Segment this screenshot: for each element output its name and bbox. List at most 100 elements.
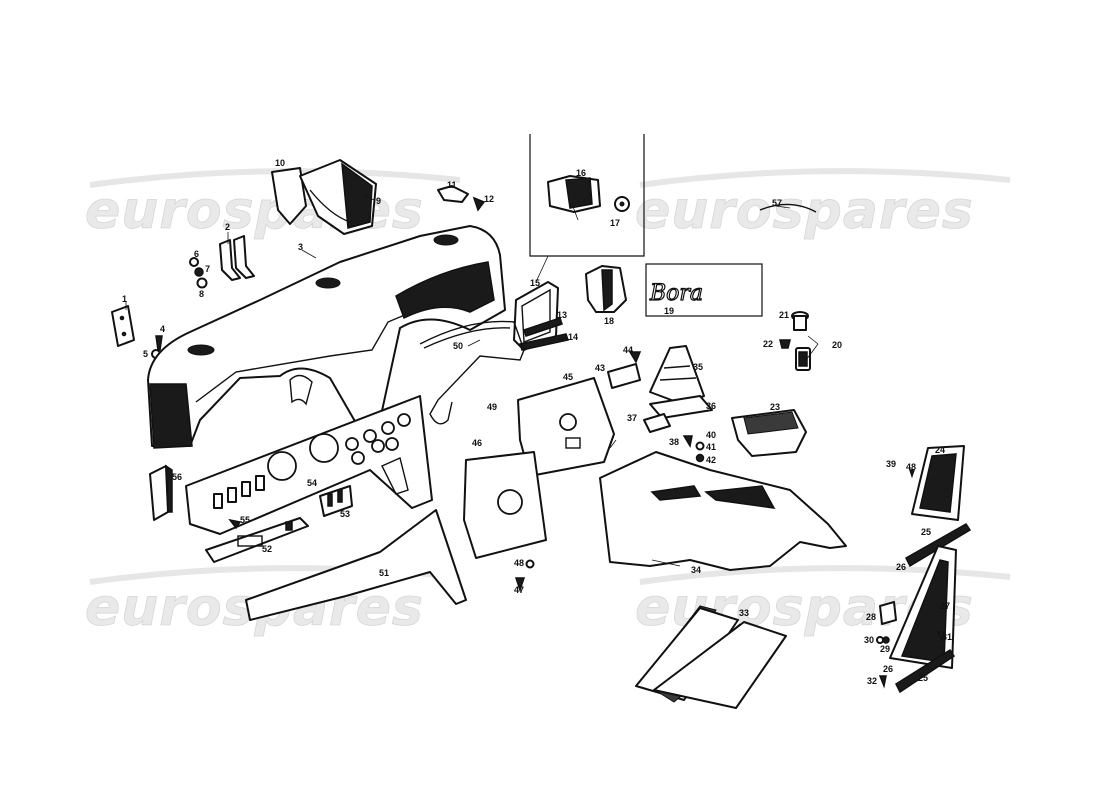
callout-46: 46 xyxy=(472,438,482,448)
callout-48-left: 48 xyxy=(514,558,524,568)
callout-20: 20 xyxy=(832,340,842,350)
part-wiring-frame xyxy=(419,320,525,425)
callout-22: 22 xyxy=(763,339,773,349)
callout-36: 36 xyxy=(706,401,716,411)
callout-40: 40 xyxy=(706,430,716,440)
callout-54: 54 xyxy=(307,478,317,488)
callout-17: 17 xyxy=(610,218,620,228)
part-fasteners xyxy=(643,413,705,463)
callout-33: 33 xyxy=(739,608,749,618)
callout-42: 42 xyxy=(706,455,716,465)
part-small-plate xyxy=(607,351,642,389)
part-bora-badge: Bora xyxy=(645,263,763,317)
watermark-top-right: eurospares xyxy=(635,168,1011,241)
callout-34: 34 xyxy=(691,565,701,575)
part-lower-trim xyxy=(245,509,467,621)
part-cowl-duct xyxy=(271,159,377,235)
callout-3: 3 xyxy=(298,242,303,252)
callout-25-top: 25 xyxy=(921,527,931,537)
callout-23: 23 xyxy=(770,402,780,412)
callout-14: 14 xyxy=(568,332,578,342)
callout-51: 51 xyxy=(379,568,389,578)
callout-24: 24 xyxy=(935,445,945,455)
callout-39: 39 xyxy=(886,459,896,469)
part-switch-bracket xyxy=(319,485,353,517)
part-trim-strip xyxy=(759,203,817,213)
callout-13: 13 xyxy=(557,310,567,320)
callout-30: 30 xyxy=(864,635,874,645)
part-panel-46 xyxy=(463,451,547,559)
callout-49: 49 xyxy=(487,402,497,412)
callout-28: 28 xyxy=(866,612,876,622)
callout-5: 5 xyxy=(143,349,148,359)
part-window-trim-24 xyxy=(911,445,965,521)
callout-27: 27 xyxy=(940,601,950,611)
callout-43: 43 xyxy=(595,363,605,373)
callout-labels: 1 2 3 4 5 6 7 8 9 10 11 12 13 14 15 16 1… xyxy=(122,158,952,686)
part-tunnel-console xyxy=(599,451,847,571)
callout-19: 19 xyxy=(664,306,674,316)
part-nuts xyxy=(189,257,208,289)
callout-11: 11 xyxy=(447,180,457,190)
part-cover-56 xyxy=(149,464,173,521)
part-rail-25-bottom xyxy=(895,648,956,694)
part-frame-27 xyxy=(889,545,957,669)
callout-4: 4 xyxy=(160,324,165,334)
callout-56: 56 xyxy=(172,472,182,482)
callout-55: 55 xyxy=(240,515,250,525)
part-screw-55 xyxy=(228,518,242,530)
callout-44: 44 xyxy=(623,345,633,355)
part-screw-47 xyxy=(514,559,535,593)
part-clip xyxy=(437,185,486,212)
callout-10: 10 xyxy=(275,158,285,168)
callout-25-bottom: 25 xyxy=(918,673,928,683)
callout-48-right: 48 xyxy=(906,462,916,472)
part-lighter xyxy=(779,311,811,371)
callout-21: 21 xyxy=(779,310,789,320)
callout-8: 8 xyxy=(199,289,204,299)
part-screw xyxy=(151,335,163,359)
callout-31: 31 xyxy=(942,632,952,642)
callout-52: 52 xyxy=(262,544,272,554)
part-floor-mats xyxy=(635,605,787,709)
callout-1: 1 xyxy=(122,294,127,304)
callout-26-top: 26 xyxy=(896,562,906,572)
callout-7: 7 xyxy=(205,264,210,274)
callout-37: 37 xyxy=(627,413,637,423)
part-instrument-panel xyxy=(185,395,433,535)
logo-badge-text: Bora xyxy=(649,281,703,306)
callout-2: 2 xyxy=(225,222,230,232)
part-side-panel xyxy=(513,281,569,351)
part-storage-tray xyxy=(731,409,807,457)
callout-45: 45 xyxy=(563,372,573,382)
callout-15: 15 xyxy=(530,278,540,288)
leader-lines xyxy=(125,195,819,567)
callout-57: 57 xyxy=(772,198,782,208)
part-switch-panel xyxy=(205,517,309,563)
inset-ignition-switch xyxy=(529,134,645,283)
callout-38: 38 xyxy=(669,437,679,447)
callout-16: 16 xyxy=(576,168,586,178)
watermark-text: eurospares xyxy=(635,181,974,241)
callout-32: 32 xyxy=(867,676,877,686)
part-bracket-18 xyxy=(585,265,627,313)
callout-47: 47 xyxy=(514,585,524,595)
part-gear-boot xyxy=(649,345,713,419)
callout-29: 29 xyxy=(880,644,890,654)
part-bracket xyxy=(219,235,255,281)
callout-35: 35 xyxy=(693,362,703,372)
callout-6: 6 xyxy=(194,249,199,259)
callout-26-bottom: 26 xyxy=(883,664,893,674)
part-hinge-plate xyxy=(111,305,135,347)
callout-18: 18 xyxy=(604,316,614,326)
callout-41: 41 xyxy=(706,442,716,452)
part-small-fittings xyxy=(876,469,945,689)
part-panel-45 xyxy=(517,377,615,477)
callout-50: 50 xyxy=(453,341,463,351)
callout-53: 53 xyxy=(340,509,350,519)
part-dashboard-top xyxy=(147,225,506,449)
watermark-top-left: eurospares xyxy=(85,168,461,241)
callout-12: 12 xyxy=(484,194,494,204)
callout-9: 9 xyxy=(376,196,381,206)
